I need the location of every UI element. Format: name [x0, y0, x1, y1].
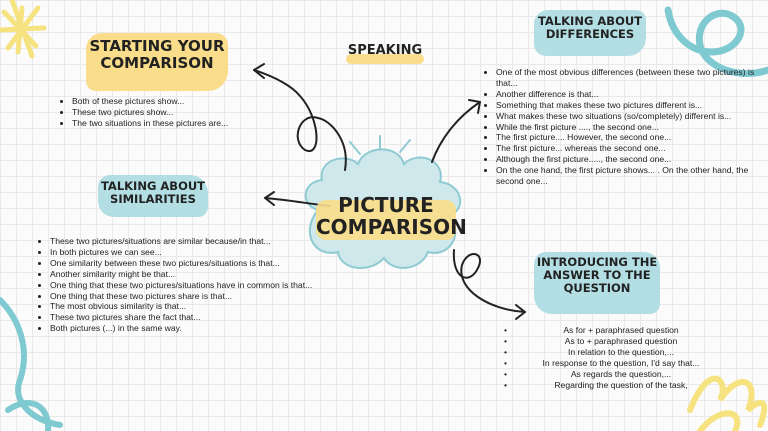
similarities-list: These two pictures/situations are simila… — [38, 236, 330, 334]
list-item: Although the first picture....., the sec… — [496, 154, 766, 165]
arrow-to-similarities-head — [264, 191, 275, 206]
list-item: One similarity between these two picture… — [50, 258, 330, 269]
differences-title-line1: TALKING ABOUT — [537, 14, 643, 28]
list-item: One thing that these two pictures share … — [50, 291, 330, 302]
list-item: While the first picture ...., the second… — [496, 122, 766, 133]
list-item: As regards the question,... — [504, 369, 714, 380]
speaking-label: SPEAKING — [347, 43, 423, 58]
list-item: Another difference is that... — [496, 89, 766, 100]
starting-list: Both of these pictures show... These two… — [60, 96, 262, 129]
starting-highlight — [86, 33, 228, 91]
arrow-to-answer — [452, 249, 526, 313]
list-item: Both of these pictures show... — [72, 96, 262, 107]
answer-title-line3: QUESTION — [563, 281, 631, 296]
list-item: Another similarity might be that... — [50, 269, 330, 280]
list-item: Something that makes these two pictures … — [496, 100, 766, 111]
differences-title: TALKING ABOUT DIFFERENCES — [534, 14, 646, 42]
list-item: One of the most obvious differences (bet… — [496, 67, 766, 89]
answer-title: INTRODUCING THE ANSWER TO THE QUESTION — [534, 255, 660, 296]
cloud-sparkle-rays — [349, 135, 411, 155]
list-item: The first picture... whereas the second … — [496, 143, 766, 154]
list-item: Both pictures (...) in the same way. — [50, 323, 330, 334]
list-item: As for + paraphrased question — [504, 325, 714, 336]
list-item: The most obvious similarity is that... — [50, 301, 330, 312]
arrow-to-starting — [253, 69, 347, 171]
answer-title-line1: INTRODUCING THE — [536, 255, 658, 269]
starting-title-line2: COMPARISON — [100, 54, 214, 73]
answer-highlight — [534, 252, 660, 314]
speaking-highlight — [346, 54, 424, 64]
starting-title: STARTING YOUR COMPARISON — [86, 37, 228, 73]
list-item: On the one hand, the first picture shows… — [496, 165, 766, 187]
differences-title-line2: DIFFERENCES — [545, 27, 635, 42]
similarities-title-line1: TALKING ABOUT — [100, 179, 206, 193]
starting-title-line1: STARTING YOUR — [89, 37, 225, 55]
similarities-highlight — [98, 175, 208, 217]
differences-highlight — [534, 10, 646, 56]
center-title-line2: COMPARISON — [316, 215, 467, 240]
list-item: What makes these two situations (so/comp… — [496, 111, 766, 122]
arrow-to-starting-head — [253, 63, 265, 79]
arrow-to-answer-head — [515, 304, 526, 320]
list-item: These two pictures share the fact that..… — [50, 312, 330, 323]
sun-burst-doodle-top-left — [0, 0, 47, 59]
teal-swirl-doodle-bottom-left — [0, 297, 63, 431]
center-title: PICTURE COMPARISON — [316, 193, 467, 240]
center-title-highlight — [316, 200, 456, 240]
differences-list: One of the most obvious differences (bet… — [484, 67, 766, 187]
arrow-to-differences — [431, 101, 481, 163]
list-item: These two pictures/situations are simila… — [50, 236, 330, 247]
center-title-line1: PICTURE — [338, 193, 434, 217]
answer-title-line2: ANSWER TO THE — [543, 268, 651, 283]
teal-squiggle-doodle-top-right — [664, 6, 768, 77]
list-item: The two situations in these pictures are… — [72, 118, 262, 129]
similarities-title-line2: SIMILARITIES — [110, 192, 196, 207]
arrow-to-differences-head — [468, 99, 481, 114]
list-item: The first picture.... However, the secon… — [496, 132, 766, 143]
list-item: As to + paraphrased question — [504, 336, 714, 347]
list-item: In both pictures we can see... — [50, 247, 330, 258]
list-item: In relation to the question,... — [504, 347, 714, 358]
list-item: One thing that these two pictures/situat… — [50, 280, 330, 291]
similarities-title: TALKING ABOUT SIMILARITIES — [98, 179, 208, 207]
list-item: These two pictures show... — [72, 107, 262, 118]
list-item: In response to the question, I'd say tha… — [504, 358, 714, 369]
list-item: Regarding the question of the task, — [504, 380, 714, 391]
answer-list: As for + paraphrased question As to + pa… — [504, 325, 714, 391]
